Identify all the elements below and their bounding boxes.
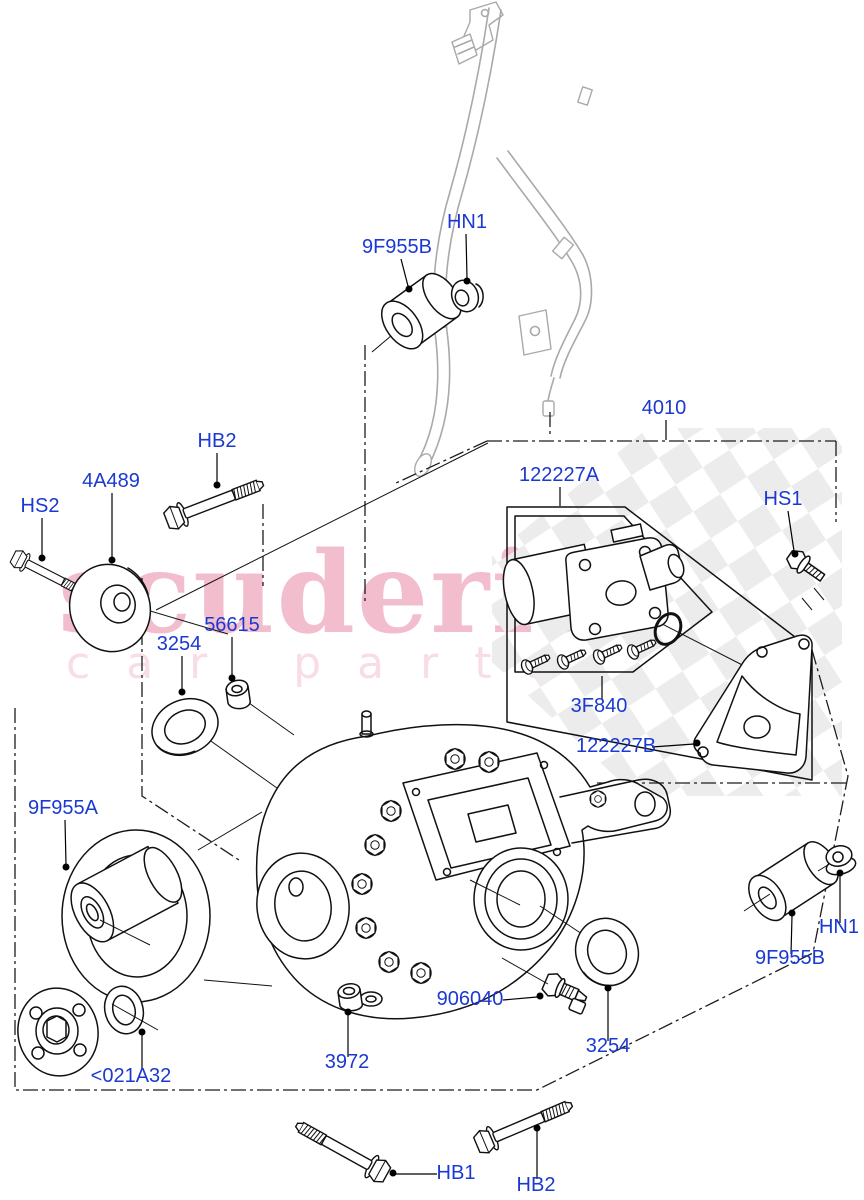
pipe-bracket-foot bbox=[451, 33, 478, 65]
bushing-9F955A bbox=[70, 845, 183, 943]
pipe-main-right-edge bbox=[428, 9, 502, 466]
part-label-3F840[interactable]: 3F840 bbox=[571, 695, 628, 717]
bolt-HB2-top bbox=[161, 471, 269, 533]
pipe-mount-bracket bbox=[518, 309, 552, 356]
seal-3254-upper bbox=[151, 697, 219, 757]
lower-box-outline bbox=[14, 708, 814, 1091]
pipe-fitting bbox=[551, 236, 575, 260]
box-4010-corner bbox=[395, 440, 488, 484]
flange-021A32 bbox=[17, 987, 99, 1077]
box-4010-lower-right bbox=[811, 649, 849, 954]
right-flange-bore bbox=[473, 847, 569, 951]
drain-boss bbox=[359, 991, 383, 1007]
part-label-HB2-bottom[interactable]: HB2 bbox=[517, 1174, 556, 1196]
seal-3254-lower bbox=[574, 917, 640, 987]
differential-housing bbox=[61, 710, 672, 1020]
motor-shaft-hole bbox=[605, 580, 637, 606]
pipe-top-bracket bbox=[463, 1, 504, 51]
part-label-HB2-top[interactable]: HB2 bbox=[198, 430, 237, 452]
pipe-wire bbox=[547, 377, 555, 402]
part-label-56615[interactable]: 56615 bbox=[204, 614, 260, 636]
pipe-clip bbox=[577, 86, 593, 106]
bolt-HB2-bottom bbox=[471, 1092, 578, 1158]
part-label-122227B[interactable]: 122227B bbox=[576, 735, 656, 757]
part-label-HN1-top[interactable]: HN1 bbox=[447, 211, 487, 233]
motor-top-tab bbox=[610, 523, 644, 543]
part-label-3254-upper[interactable]: 3254 bbox=[157, 633, 202, 655]
part-label-9F955B-right[interactable]: 9F955B bbox=[755, 947, 825, 969]
pipe-main-left-edge bbox=[416, 7, 490, 464]
bushing-4A489 bbox=[68, 563, 152, 653]
watermark-tagline-text: car parts bbox=[66, 638, 586, 689]
bolt-HB1 bbox=[289, 1113, 394, 1187]
flange-seal bbox=[103, 985, 145, 1035]
actuator-cover-plate bbox=[693, 634, 813, 774]
cover-boss bbox=[743, 715, 771, 739]
part-label-3254-lower[interactable]: 3254 bbox=[586, 1035, 631, 1057]
part-label-122227A[interactable]: 122227A bbox=[519, 464, 600, 486]
left-small-box bbox=[141, 578, 243, 863]
box-122227A bbox=[506, 506, 813, 781]
actuator-motor bbox=[502, 523, 685, 677]
cover-outline bbox=[693, 634, 813, 774]
pipe-mount-hole bbox=[529, 325, 541, 337]
part-label-HB1[interactable]: HB1 bbox=[437, 1162, 476, 1184]
bushing-9F955B-top bbox=[380, 272, 462, 350]
bracket-hole bbox=[634, 791, 656, 817]
nut-56615 bbox=[225, 679, 251, 710]
part-labels: 9F955B HN1 4010 122227A HS1 HB2 4A489 HS… bbox=[21, 211, 859, 1196]
part-label-9F955A[interactable]: 9F955A bbox=[28, 797, 99, 819]
part-label-HS2[interactable]: HS2 bbox=[21, 495, 60, 517]
grouping-lines bbox=[14, 345, 849, 1091]
part-label-HN1-right[interactable]: HN1 bbox=[819, 916, 859, 938]
nut-HN1-right bbox=[825, 845, 857, 876]
cover-ridge bbox=[716, 675, 801, 756]
part-label-4A489[interactable]: 4A489 bbox=[82, 470, 140, 492]
sensor-906040 bbox=[541, 973, 588, 1015]
nut-HN1-top bbox=[450, 279, 484, 313]
box-corner-leader bbox=[155, 442, 489, 611]
tick-marks bbox=[801, 587, 825, 611]
plug-3972 bbox=[337, 983, 364, 1012]
motor-end-cap bbox=[502, 558, 535, 626]
pipe-branch-right-edge bbox=[507, 150, 593, 379]
part-label-906040[interactable]: 906040 bbox=[437, 988, 504, 1010]
part-label-9F955B-top[interactable]: 9F955B bbox=[362, 236, 432, 258]
part-label-3972[interactable]: 3972 bbox=[325, 1051, 370, 1073]
pipe-branch-left-edge bbox=[496, 157, 582, 377]
leader-lines bbox=[38, 233, 844, 1179]
motor-port-opening bbox=[667, 553, 685, 579]
screw-HS1 bbox=[786, 549, 826, 582]
front-bore bbox=[256, 852, 350, 960]
o-ring bbox=[653, 612, 683, 646]
part-label-021A32[interactable]: <021A32 bbox=[91, 1065, 172, 1087]
pipe-connector bbox=[542, 400, 555, 417]
housing-body bbox=[255, 723, 668, 1020]
part-label-HS1[interactable]: HS1 bbox=[764, 488, 803, 510]
breather-pipe-assembly bbox=[414, 1, 593, 477]
mount-bracket-arm bbox=[559, 778, 672, 844]
part-label-4010[interactable]: 4010 bbox=[642, 397, 687, 419]
